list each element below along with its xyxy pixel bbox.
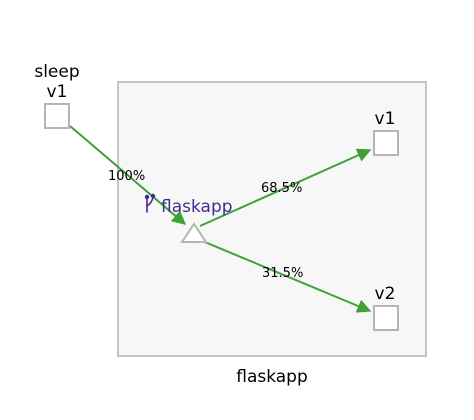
sleep-node-version: v1	[47, 82, 68, 102]
v1-workload-node[interactable]	[373, 130, 399, 156]
edge-sleep-to-flaskapp[interactable]	[69, 125, 187, 225]
flaskapp-service-label: flaskapp	[161, 197, 233, 217]
edge-label-flaskapp-to-v1: 68.5%	[261, 181, 302, 196]
flaskapp-service-node[interactable]: flaskapp	[144, 193, 233, 243]
edge-label-sleep-to-flaskapp: 100%	[108, 169, 145, 184]
sleep-workload-node[interactable]	[44, 103, 70, 129]
service-triangle	[180, 222, 208, 243]
branch-icon	[144, 193, 156, 213]
edge-label-flaskapp-to-v2: 31.5%	[262, 266, 303, 281]
v1-node-version: v1	[375, 109, 396, 129]
v2-node-version: v2	[375, 284, 396, 304]
edge-flaskapp-to-v2[interactable]	[199, 239, 372, 313]
sleep-node-name: sleep	[34, 62, 79, 82]
app-group-label: flaskapp	[236, 367, 308, 387]
edge-flaskapp-to-v1[interactable]	[199, 148, 372, 227]
v2-workload-node[interactable]	[373, 305, 399, 331]
